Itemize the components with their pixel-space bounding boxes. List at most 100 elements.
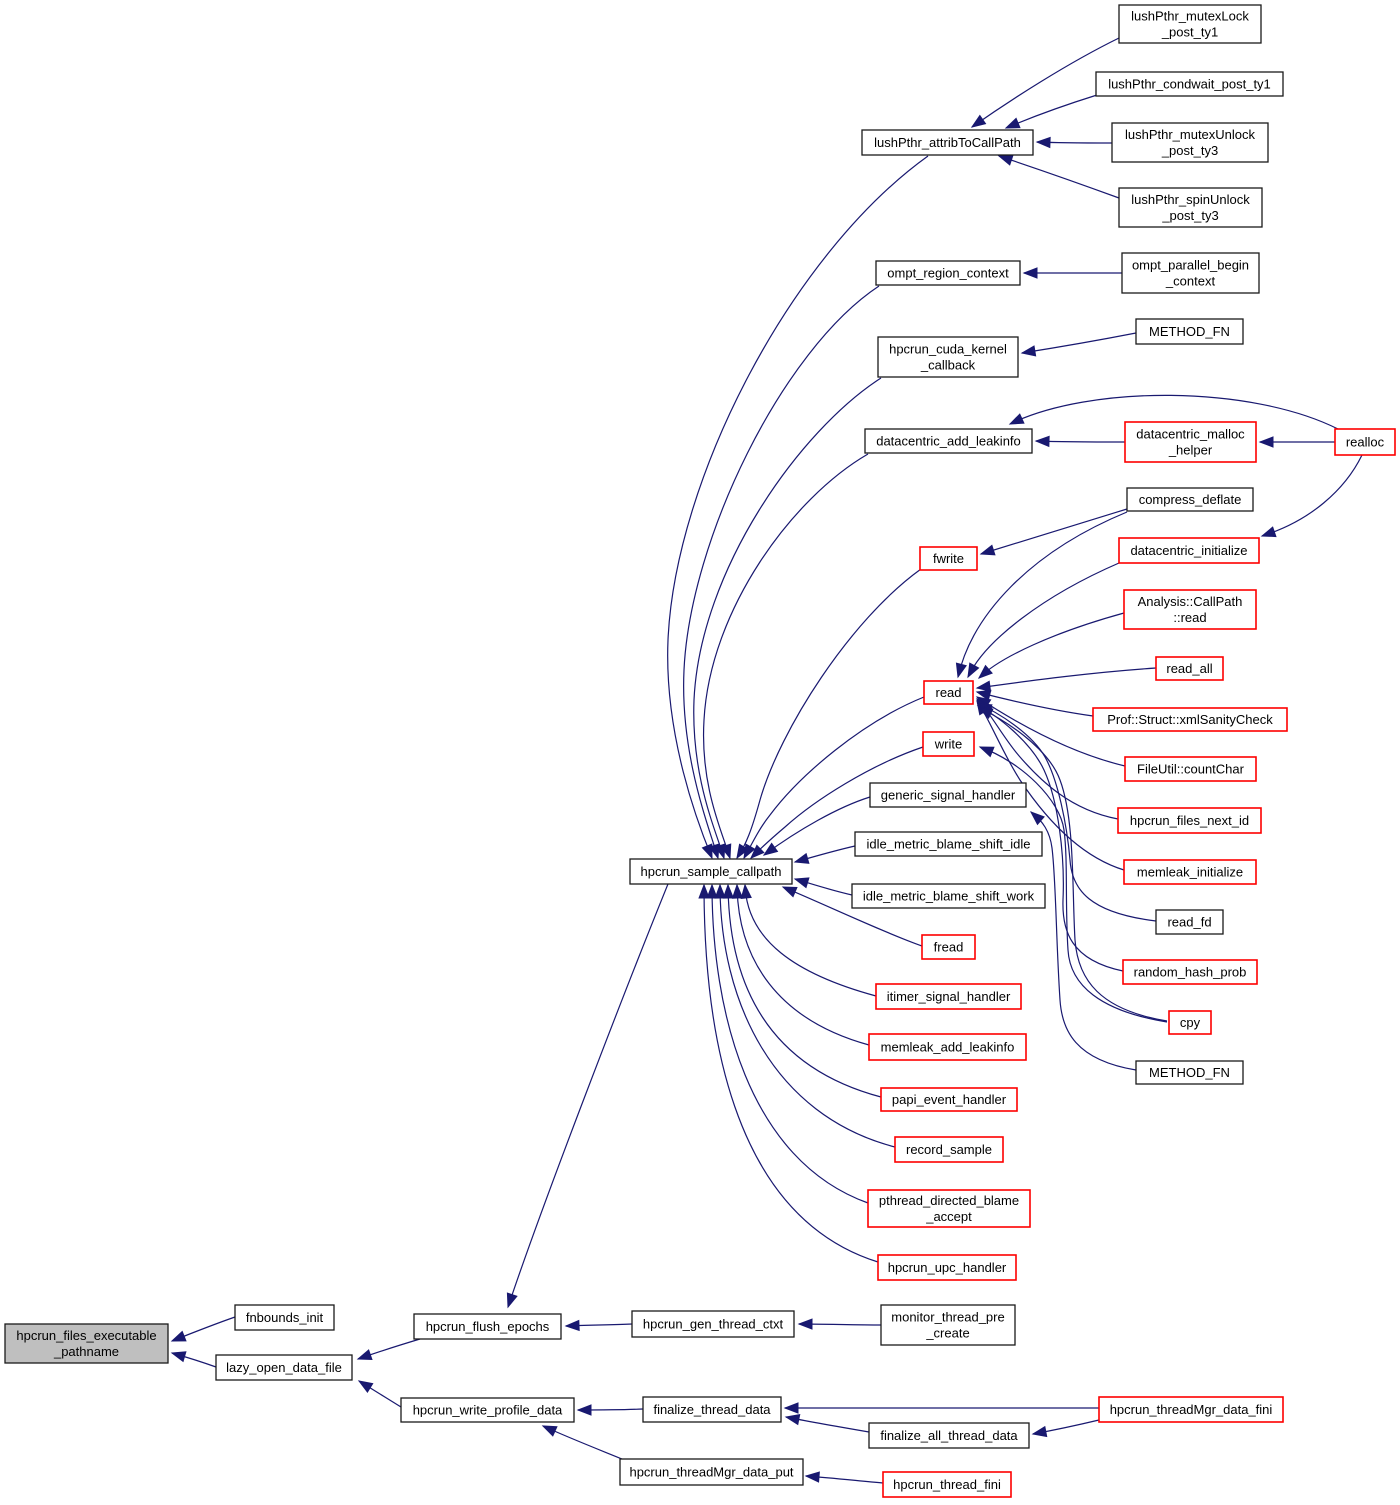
node-lushPthr_condwait_post_ty1[interactable]: lushPthr_condwait_post_ty1 [1095, 71, 1284, 97]
node-lushPthr_mutexLock_post_ty1[interactable]: lushPthr_mutexLock_post_ty1 [1118, 4, 1262, 44]
node-hpcrun_write_profile_data[interactable]: hpcrun_write_profile_data [400, 1397, 575, 1423]
node-generic_signal_handler[interactable]: generic_signal_handler [869, 782, 1027, 808]
node-read[interactable]: read [923, 680, 974, 705]
node-record_sample[interactable]: record_sample [894, 1136, 1004, 1163]
node-lushPthr_mutexUnlock_post_ty3[interactable]: lushPthr_mutexUnlock_post_ty3 [1111, 122, 1269, 163]
node-box-finalize_thread_data[interactable] [642, 1396, 782, 1423]
node-write[interactable]: write [922, 731, 975, 757]
node-pthread_directed_blame_accept[interactable]: pthread_directed_blame_accept [867, 1189, 1031, 1228]
node-box-lushPthr_mutexUnlock_post_ty3[interactable] [1111, 122, 1269, 163]
node-box-papi_event_handler[interactable] [880, 1087, 1018, 1112]
node-box-hpcrun_cuda_kernel_callback[interactable] [877, 336, 1019, 378]
node-box-hpcrun_sample_callpath[interactable] [629, 858, 793, 885]
node-box-read_fd[interactable] [1155, 909, 1224, 935]
node-box-monitor_thread_pre_create[interactable] [880, 1304, 1016, 1346]
node-box-read_all[interactable] [1155, 656, 1224, 681]
node-cpy[interactable]: cpy [1168, 1010, 1212, 1035]
node-box-fread[interactable] [921, 934, 976, 960]
node-fwrite[interactable]: fwrite [919, 546, 978, 571]
node-box-lushPthr_spinUnlock_post_ty3[interactable] [1118, 187, 1263, 228]
node-box-hpcrun_upc_handler[interactable] [877, 1254, 1017, 1281]
node-box-Analysis_CallPath_read[interactable] [1123, 589, 1257, 630]
node-box-hpcrun_flush_epochs[interactable] [413, 1313, 562, 1340]
node-Prof_Struct_xmlSanityCheck[interactable]: Prof::Struct::xmlSanityCheck [1092, 707, 1288, 732]
node-itimer_signal_handler[interactable]: itimer_signal_handler [875, 983, 1022, 1010]
node-box-idle_metric_blame_shift_work[interactable] [851, 883, 1046, 909]
node-compress_deflate[interactable]: compress_deflate [1126, 487, 1254, 512]
node-box-hpcrun_gen_thread_ctxt[interactable] [631, 1310, 795, 1338]
node-box-memleak_initialize[interactable] [1123, 859, 1257, 885]
node-box-generic_signal_handler[interactable] [869, 782, 1027, 808]
node-box-lushPthr_attribToCallPath[interactable] [861, 129, 1034, 156]
node-box-cpy[interactable] [1168, 1010, 1212, 1035]
node-box-write[interactable] [922, 731, 975, 757]
node-datacentric_malloc_helper[interactable]: datacentric_malloc_helper [1124, 421, 1257, 463]
node-box-record_sample[interactable] [894, 1136, 1004, 1163]
node-fread[interactable]: fread [921, 934, 976, 960]
node-box-memleak_add_leakinfo[interactable] [868, 1033, 1027, 1061]
node-ompt_region_context[interactable]: ompt_region_context [875, 260, 1021, 286]
node-hpcrun_files_executable_pathname[interactable]: hpcrun_files_executable_pathname [4, 1323, 169, 1364]
node-METHOD_FN_bottom[interactable]: METHOD_FN [1135, 1060, 1244, 1085]
node-box-compress_deflate[interactable] [1126, 487, 1254, 512]
node-hpcrun_upc_handler[interactable]: hpcrun_upc_handler [877, 1254, 1017, 1281]
node-random_hash_prob[interactable]: random_hash_prob [1122, 959, 1258, 985]
node-finalize_thread_data[interactable]: finalize_thread_data [642, 1396, 782, 1423]
node-hpcrun_sample_callpath[interactable]: hpcrun_sample_callpath [629, 858, 793, 885]
node-box-datacentric_initialize[interactable] [1118, 537, 1260, 564]
node-FileUtil_countChar[interactable]: FileUtil::countChar [1124, 756, 1257, 782]
node-hpcrun_flush_epochs[interactable]: hpcrun_flush_epochs [413, 1313, 562, 1340]
node-box-ompt_parallel_begin_context[interactable] [1121, 252, 1260, 294]
node-read_all[interactable]: read_all [1155, 656, 1224, 681]
node-hpcrun_files_next_id[interactable]: hpcrun_files_next_id [1117, 807, 1262, 834]
node-Analysis_CallPath_read[interactable]: Analysis::CallPath::read [1123, 589, 1257, 630]
node-hpcrun_cuda_kernel_callback[interactable]: hpcrun_cuda_kernel_callback [877, 336, 1019, 378]
node-hpcrun_threadMgr_data_put[interactable]: hpcrun_threadMgr_data_put [619, 1458, 804, 1486]
node-box-read[interactable] [923, 680, 974, 705]
node-datacentric_add_leakinfo[interactable]: datacentric_add_leakinfo [864, 428, 1033, 454]
node-box-ompt_region_context[interactable] [875, 260, 1021, 286]
node-lushPthr_spinUnlock_post_ty3[interactable]: lushPthr_spinUnlock_post_ty3 [1118, 187, 1263, 228]
node-memleak_add_leakinfo[interactable]: memleak_add_leakinfo [868, 1033, 1027, 1061]
node-box-datacentric_add_leakinfo[interactable] [864, 428, 1033, 454]
node-box-hpcrun_write_profile_data[interactable] [400, 1397, 575, 1423]
node-box-hpcrun_thread_fini[interactable] [882, 1471, 1012, 1498]
node-box-Prof_Struct_xmlSanityCheck[interactable] [1092, 707, 1288, 732]
node-box-lushPthr_condwait_post_ty1[interactable] [1095, 71, 1284, 97]
node-idle_metric_blame_shift_work[interactable]: idle_metric_blame_shift_work [851, 883, 1046, 909]
node-box-random_hash_prob[interactable] [1122, 959, 1258, 985]
node-box-hpcrun_threadMgr_data_fini[interactable] [1098, 1396, 1284, 1423]
node-monitor_thread_pre_create[interactable]: monitor_thread_pre_create [880, 1304, 1016, 1346]
node-finalize_all_thread_data[interactable]: finalize_all_thread_data [868, 1422, 1030, 1449]
node-METHOD_FN_top[interactable]: METHOD_FN [1135, 318, 1244, 345]
node-box-hpcrun_files_next_id[interactable] [1117, 807, 1262, 834]
node-box-idle_metric_blame_shift_idle[interactable] [854, 831, 1043, 857]
node-idle_metric_blame_shift_idle[interactable]: idle_metric_blame_shift_idle [854, 831, 1043, 857]
node-box-finalize_all_thread_data[interactable] [868, 1422, 1030, 1449]
node-box-realloc[interactable] [1334, 428, 1396, 456]
node-hpcrun_threadMgr_data_fini[interactable]: hpcrun_threadMgr_data_fini [1098, 1396, 1284, 1423]
node-lazy_open_data_file[interactable]: lazy_open_data_file [215, 1354, 353, 1381]
node-datacentric_initialize[interactable]: datacentric_initialize [1118, 537, 1260, 564]
node-realloc[interactable]: realloc [1334, 428, 1396, 456]
node-box-FileUtil_countChar[interactable] [1124, 756, 1257, 782]
node-hpcrun_thread_fini[interactable]: hpcrun_thread_fini [882, 1471, 1012, 1498]
node-box-hpcrun_files_executable_pathname[interactable] [4, 1323, 169, 1364]
node-box-lazy_open_data_file[interactable] [215, 1354, 353, 1381]
node-read_fd[interactable]: read_fd [1155, 909, 1224, 935]
node-ompt_parallel_begin_context[interactable]: ompt_parallel_begin_context [1121, 252, 1260, 294]
node-box-hpcrun_threadMgr_data_put[interactable] [619, 1458, 804, 1486]
node-hpcrun_gen_thread_ctxt[interactable]: hpcrun_gen_thread_ctxt [631, 1310, 795, 1338]
node-box-METHOD_FN_bottom[interactable] [1135, 1060, 1244, 1085]
node-memleak_initialize[interactable]: memleak_initialize [1123, 859, 1257, 885]
node-box-METHOD_FN_top[interactable] [1135, 318, 1244, 345]
node-box-fwrite[interactable] [919, 546, 978, 571]
node-lushPthr_attribToCallPath[interactable]: lushPthr_attribToCallPath [861, 129, 1034, 156]
node-fnbounds_init[interactable]: fnbounds_init [234, 1304, 335, 1331]
node-papi_event_handler[interactable]: papi_event_handler [880, 1087, 1018, 1112]
node-box-lushPthr_mutexLock_post_ty1[interactable] [1118, 4, 1262, 44]
node-box-fnbounds_init[interactable] [234, 1304, 335, 1331]
node-box-datacentric_malloc_helper[interactable] [1124, 421, 1257, 463]
node-box-itimer_signal_handler[interactable] [875, 983, 1022, 1010]
node-box-pthread_directed_blame_accept[interactable] [867, 1189, 1031, 1228]
